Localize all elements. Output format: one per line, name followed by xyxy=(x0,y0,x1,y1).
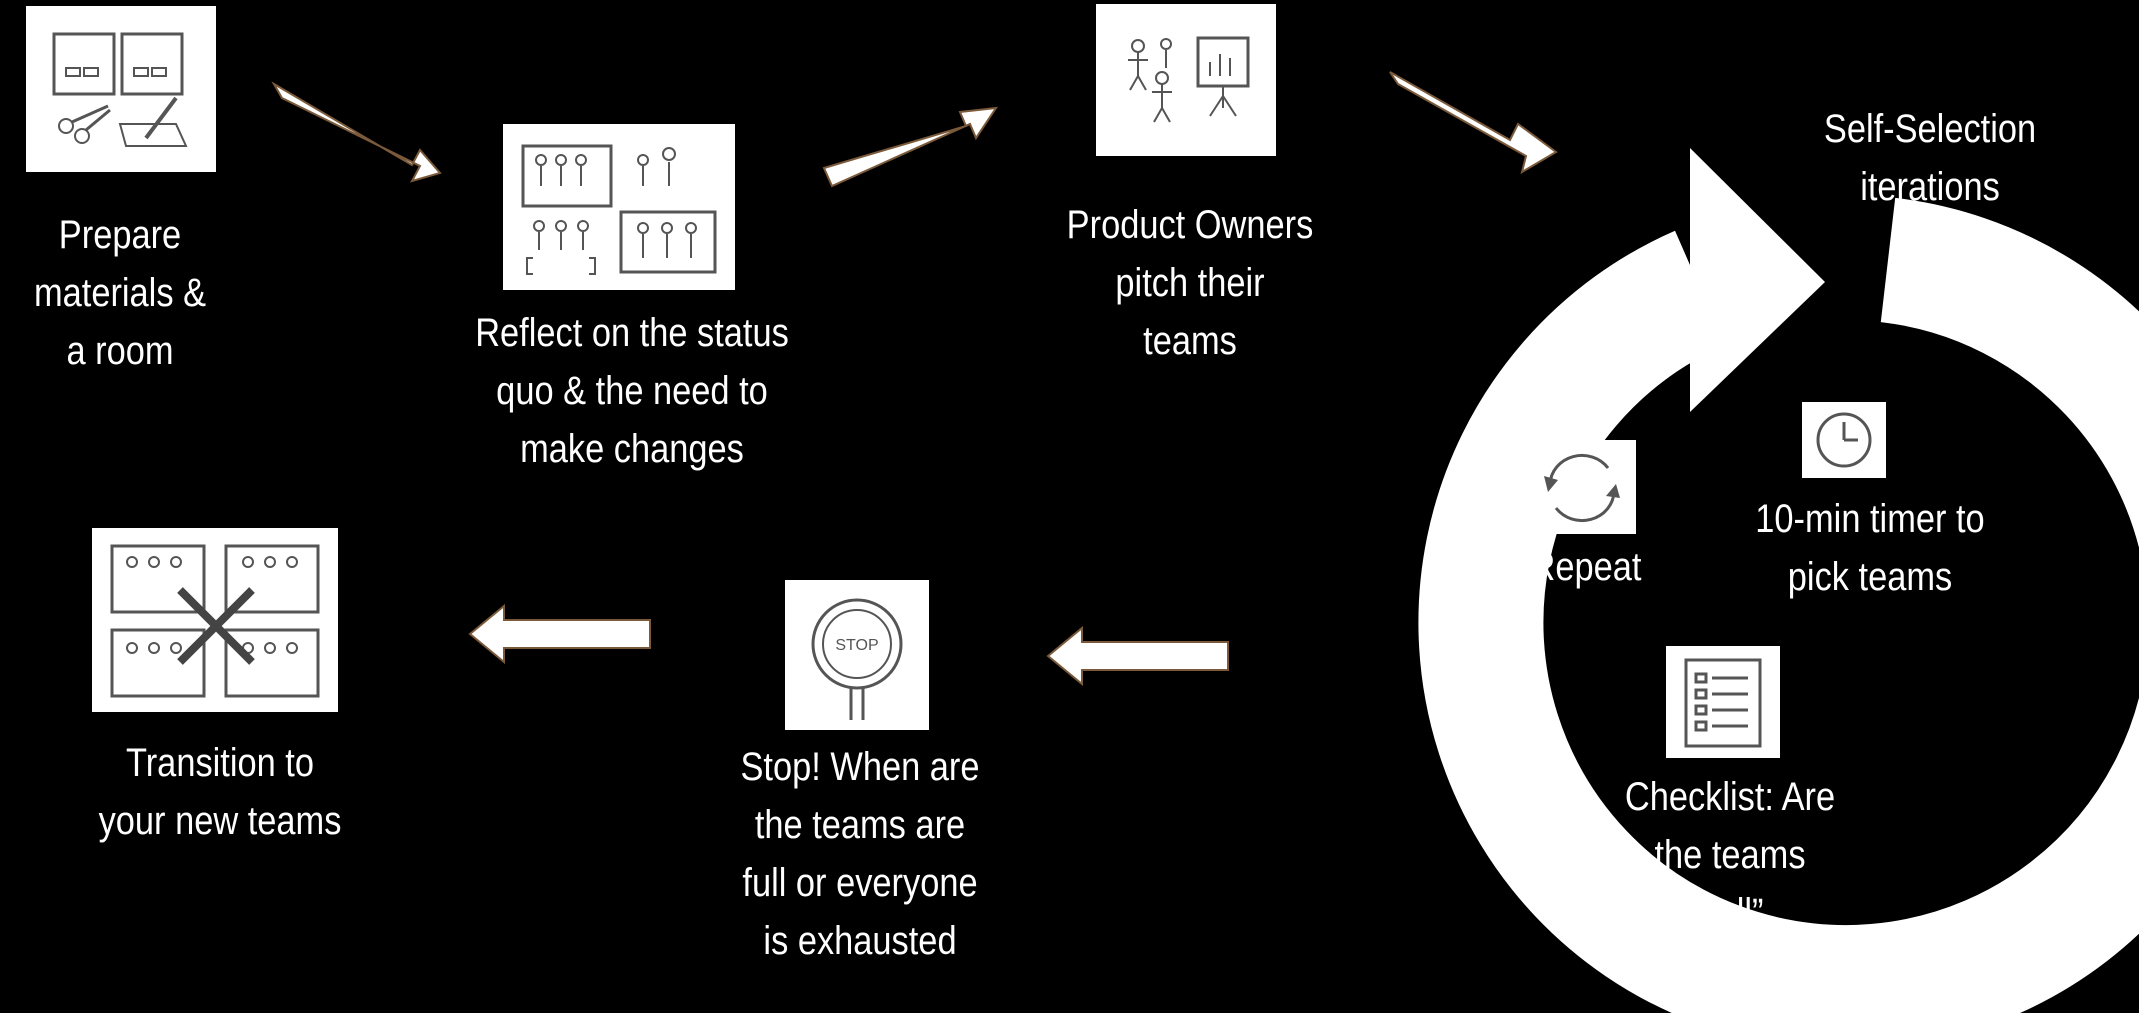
cycle-timer-label: 10-min timer to pick teams xyxy=(1755,497,1985,599)
materials-scissors-pen-icon xyxy=(26,6,216,172)
step-reflect-label: Reflect on the status quo & the need to … xyxy=(475,311,789,471)
step-pitch-label: Product Owners pitch their teams xyxy=(1066,203,1314,363)
clock-icon xyxy=(1802,402,1886,478)
presentation-easel-icon xyxy=(1096,4,1276,156)
arrow-reflect-to-pitch xyxy=(822,106,999,188)
cycle-repeat-label: Repeat xyxy=(1530,545,1642,589)
step-prepare-label: Prepare materials & a room xyxy=(33,213,207,373)
teams-board-icon xyxy=(503,124,735,290)
step-transition-label: Transition to your new teams xyxy=(98,741,342,843)
step-stop-label: Stop! When are the teams are full or eve… xyxy=(740,745,980,963)
cycle-ring-arrow xyxy=(1418,148,2139,1013)
svg-text:STOP: STOP xyxy=(835,637,878,654)
stop-sign-icon: STOP xyxy=(785,580,929,730)
cycle-title: Self-Selection iterations xyxy=(1823,107,2037,209)
arrow-prepare-to-reflect xyxy=(271,81,442,183)
teams-tools-icon xyxy=(92,528,338,712)
repeat-arrows-icon xyxy=(1528,440,1636,534)
cycle-checklist-label: Checklist: Are the teams “full” xyxy=(1624,775,1836,935)
arrow-pitch-to-cycle xyxy=(1389,71,1558,175)
arrow-stop-to-transition xyxy=(468,603,651,665)
arrow-cycle-to-stop xyxy=(1046,625,1229,687)
checklist-icon xyxy=(1666,646,1780,758)
